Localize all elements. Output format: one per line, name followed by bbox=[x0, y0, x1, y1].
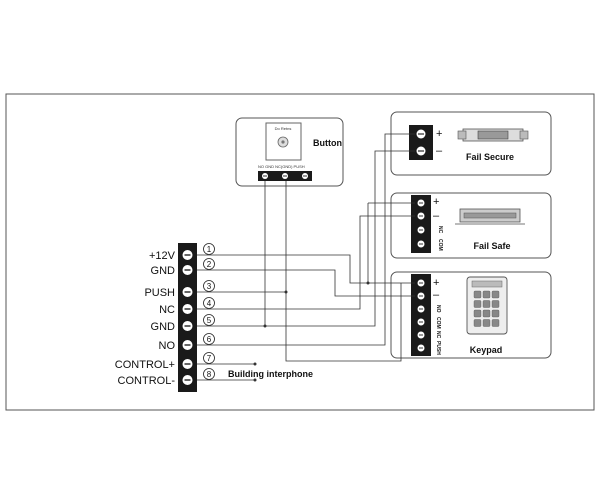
terminal-number: 2 bbox=[207, 260, 212, 269]
terminal-label: GND bbox=[151, 321, 176, 333]
keypad-key bbox=[491, 290, 500, 299]
magnetic-lock-icon bbox=[455, 208, 525, 225]
fail-safe-plus: + bbox=[433, 196, 439, 208]
main-terminal-numbers: 1 2 3 4 5 6 7 8 bbox=[203, 243, 215, 380]
fail-safe-label-nc: NC bbox=[437, 226, 443, 234]
terminal-number-circle bbox=[203, 333, 215, 345]
keypad-title: Keypad bbox=[470, 345, 503, 355]
button-face-text: Do Retns bbox=[275, 126, 292, 131]
terminal-label: NO bbox=[159, 340, 176, 352]
fail-secure-panel: + – Fail Secure bbox=[390, 111, 552, 176]
terminal-number-circle bbox=[203, 243, 215, 255]
keypad-device-icon bbox=[466, 276, 508, 335]
fail-secure-minus: – bbox=[436, 145, 443, 157]
keypad-panel: + – NO COM NC PUSH Keypad bbox=[390, 271, 552, 359]
button-panel: Do Retns NO GND NC(GND) PUSH Button bbox=[235, 117, 344, 187]
terminal-number-circle bbox=[203, 368, 215, 380]
button-title: Button bbox=[313, 138, 342, 148]
terminal-number: 5 bbox=[207, 316, 212, 325]
keypad-key bbox=[482, 300, 491, 308]
main-terminal-block bbox=[178, 243, 197, 392]
terminal-number-circle bbox=[203, 352, 215, 364]
fail-safe-title: Fail Safe bbox=[473, 241, 510, 251]
keypad-key bbox=[473, 319, 482, 327]
keypad-key bbox=[482, 290, 491, 299]
keypad-label-no: NO bbox=[435, 305, 441, 313]
terminal-number: 6 bbox=[207, 335, 212, 344]
keypad-label-push: PUSH bbox=[435, 341, 441, 355]
terminal-label: NC bbox=[159, 304, 175, 316]
strike-lock-icon bbox=[457, 128, 529, 142]
interphone-label: Building interphone bbox=[228, 369, 313, 379]
keypad-label-com: COM bbox=[435, 317, 441, 329]
wiring bbox=[197, 133, 415, 382]
terminal-label: GND bbox=[151, 265, 176, 277]
main-terminal-labels: +12V GND PUSH NC GND NO CONTROL+ CONTROL- bbox=[115, 250, 176, 387]
keypad-terminal bbox=[411, 274, 431, 356]
terminal-label: PUSH bbox=[144, 287, 175, 299]
keypad-key bbox=[491, 309, 500, 318]
terminal-number: 7 bbox=[207, 354, 212, 363]
keypad-key bbox=[473, 290, 482, 299]
terminal-number-circle bbox=[203, 258, 215, 270]
terminal-number-circle bbox=[203, 314, 215, 326]
terminal-number: 1 bbox=[207, 245, 212, 254]
fail-secure-plus: + bbox=[436, 128, 442, 140]
fail-secure-title: Fail Secure bbox=[466, 152, 514, 162]
terminal-label: CONTROL- bbox=[118, 375, 176, 387]
terminal-number: 3 bbox=[207, 282, 212, 291]
keypad-plus: + bbox=[433, 277, 439, 289]
button-pin-labels: NO GND NC(GND) PUSH bbox=[258, 164, 305, 169]
keypad-key bbox=[491, 319, 500, 327]
keypad-key bbox=[473, 300, 482, 308]
keypad-key bbox=[491, 300, 500, 308]
fail-safe-terminal bbox=[411, 195, 431, 253]
diagram-frame bbox=[5, 93, 595, 411]
keypad-label-nc: NC bbox=[435, 331, 441, 339]
terminal-number: 4 bbox=[207, 299, 212, 308]
terminal-number-circle bbox=[203, 297, 215, 309]
terminal-label: +12V bbox=[149, 250, 176, 262]
fail-safe-panel: + – NC COM Fail Safe bbox=[390, 192, 552, 259]
terminal-number-circle bbox=[203, 280, 215, 292]
terminal-label: CONTROL+ bbox=[115, 359, 175, 371]
keypad-key bbox=[482, 319, 491, 327]
terminal-number: 8 bbox=[207, 370, 212, 379]
fail-safe-minus: – bbox=[433, 210, 440, 222]
keypad-key bbox=[473, 309, 482, 318]
keypad-minus: – bbox=[433, 289, 440, 301]
keypad-key bbox=[482, 309, 491, 318]
fail-safe-label-com: COM bbox=[437, 239, 443, 251]
